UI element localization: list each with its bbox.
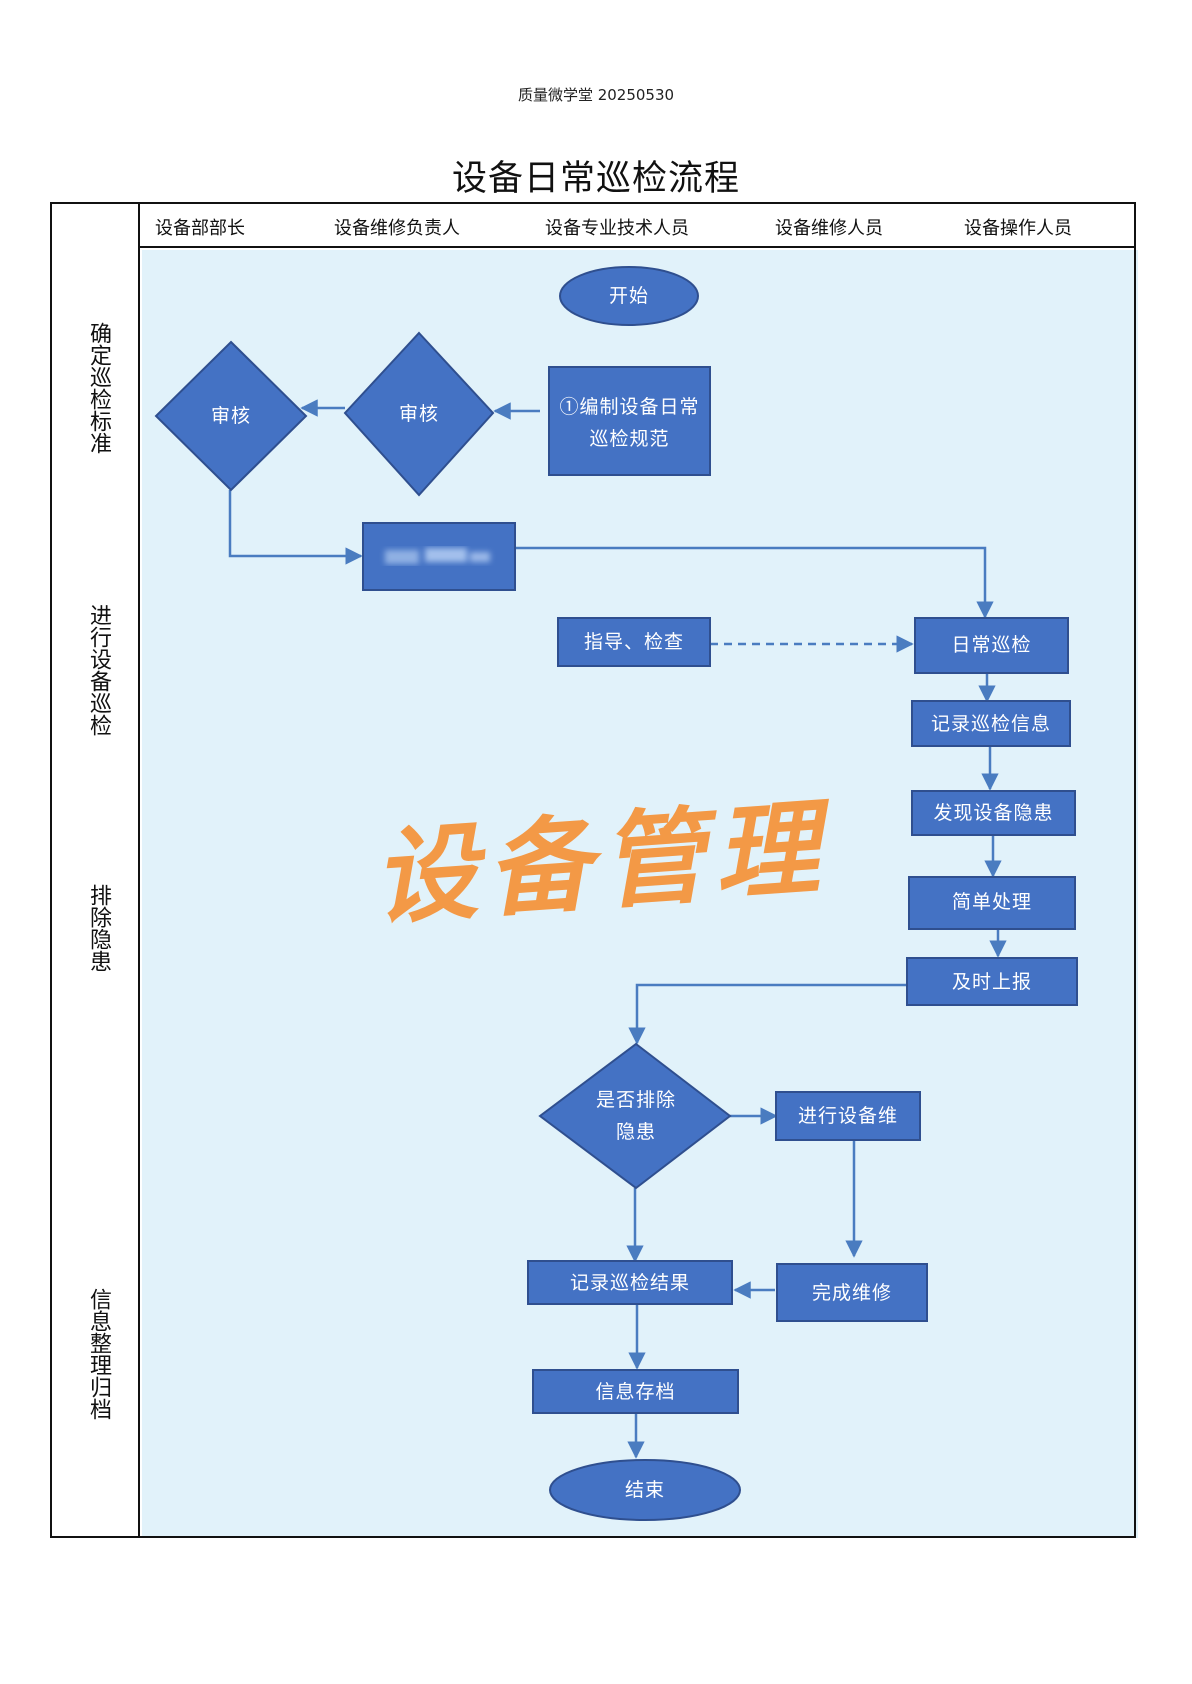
phase-column (50, 202, 140, 1538)
column-head-maintenance-staff: 设备维修人员 (775, 218, 883, 239)
review-diamond-maintenance-lead (343, 331, 495, 497)
connector (228, 490, 363, 565)
find-hazard-label: 发现设备隐患 (933, 802, 1054, 824)
review-label-2: 审核 (398, 403, 439, 425)
repair-box (775, 1091, 921, 1141)
complete-repair-label: 完成维修 (811, 1282, 892, 1304)
phase-label-archive: 信息整理归档 (86, 1288, 111, 1420)
simple-handle-box (908, 876, 1076, 930)
connector (628, 983, 906, 1045)
report-label: 及时上报 (951, 971, 1032, 993)
record-info-box (911, 700, 1071, 747)
review-diamond-department-head (154, 340, 308, 492)
compile-standard-box (548, 366, 711, 476)
daily-inspection-box (914, 617, 1069, 674)
end-label: 结束 (624, 1479, 665, 1501)
start-node (559, 266, 699, 326)
blurred-label (385, 548, 490, 564)
daily-inspection-label: 日常巡检 (951, 634, 1032, 656)
compile-label: ①编制设备日常巡检规范 (559, 396, 700, 450)
start-label: 开始 (608, 285, 649, 307)
connector (515, 546, 994, 619)
role-header-row (140, 202, 1136, 248)
phase-label-standard: 确定巡检标准 (86, 322, 111, 454)
simple-handle-label: 简单处理 (951, 891, 1032, 913)
report-box (906, 957, 1078, 1006)
phase-label-hazard: 排除隐患 (86, 884, 111, 972)
column-head-maintenance-lead: 设备维修负责人 (334, 218, 460, 239)
guide-check-box (557, 617, 711, 667)
hazard-decision-diamond (538, 1042, 732, 1190)
review-label-1: 审核 (210, 405, 251, 427)
guide-label: 指导、检查 (583, 631, 684, 653)
repair-label: 进行设备维 (797, 1105, 898, 1127)
column-head-department-head: 设备部部长 (155, 218, 245, 239)
phase-label-inspection: 进行设备巡检 (86, 604, 111, 736)
diagram-frame (50, 202, 1136, 1538)
page-title: 设备日常巡检流程 (451, 159, 740, 199)
decision-label: 是否排除隐患 (596, 1089, 677, 1143)
complete-repair-box (776, 1263, 928, 1322)
record-result-label: 记录巡检结果 (569, 1272, 690, 1294)
find-hazard-box (911, 790, 1076, 836)
column-head-technician: 设备专业技术人员 (545, 218, 689, 239)
record-info-label: 记录巡检信息 (930, 713, 1051, 735)
end-node (549, 1459, 741, 1521)
column-head-operator: 设备操作人员 (964, 218, 1072, 239)
record-result-box (527, 1260, 733, 1305)
header-note: 质量微学堂 20250530 (517, 86, 675, 104)
archive-box (532, 1369, 739, 1414)
archive-label: 信息存档 (595, 1381, 676, 1403)
